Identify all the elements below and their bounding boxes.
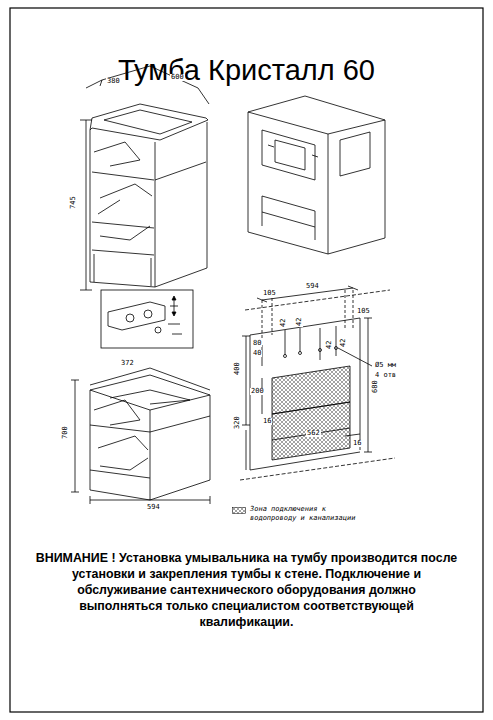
hinge-detail — [101, 290, 193, 348]
dimension-label: 42 — [280, 318, 287, 328]
cabinet-frame-view — [71, 368, 210, 504]
dimension-label: 200 — [250, 388, 265, 395]
dimension-label: 42 — [340, 338, 347, 348]
warning-caption: ВНИМАНИЕ ! Установка умывальника на тумб… — [34, 550, 459, 630]
dimension-label: 680 — [372, 379, 379, 394]
dimension-label: 80 — [252, 340, 262, 347]
legend-text: Зона подключения к водопроводу и канализ… — [250, 505, 362, 523]
cabinet-with-basin — [80, 66, 209, 290]
dimension-label: 745 — [70, 195, 77, 210]
dimension-label: 380 — [106, 78, 121, 85]
dimension-label: 105 — [356, 308, 371, 315]
dimension-label: 562 — [306, 430, 321, 437]
dimension-label: 16 — [262, 418, 272, 425]
dimension-label: 40 — [252, 350, 262, 357]
dimension-label: 4 отв — [374, 372, 397, 379]
wall-mount-scheme — [240, 286, 395, 480]
dimension-label: Ø5 мм — [374, 362, 397, 369]
dimension-label: 42 — [326, 340, 333, 350]
dimension-label: 600 — [170, 74, 185, 81]
cabinet-back-view — [248, 96, 385, 254]
dimension-label: 594 — [146, 504, 161, 511]
dimension-label: 700 — [62, 425, 69, 440]
dimension-label: 594 — [305, 283, 320, 290]
dimension-label: 400 — [234, 361, 241, 376]
page-frame — [10, 8, 483, 712]
title: Тумба Кристалл 60 — [0, 56, 493, 85]
dimension-label: 320 — [234, 415, 241, 430]
dimension-label: 105 — [262, 290, 277, 297]
dimension-label: 372 — [120, 360, 135, 367]
legend-swatch — [232, 507, 246, 514]
dimension-label: 42 — [296, 317, 303, 327]
dimension-label: 16 — [352, 440, 362, 447]
